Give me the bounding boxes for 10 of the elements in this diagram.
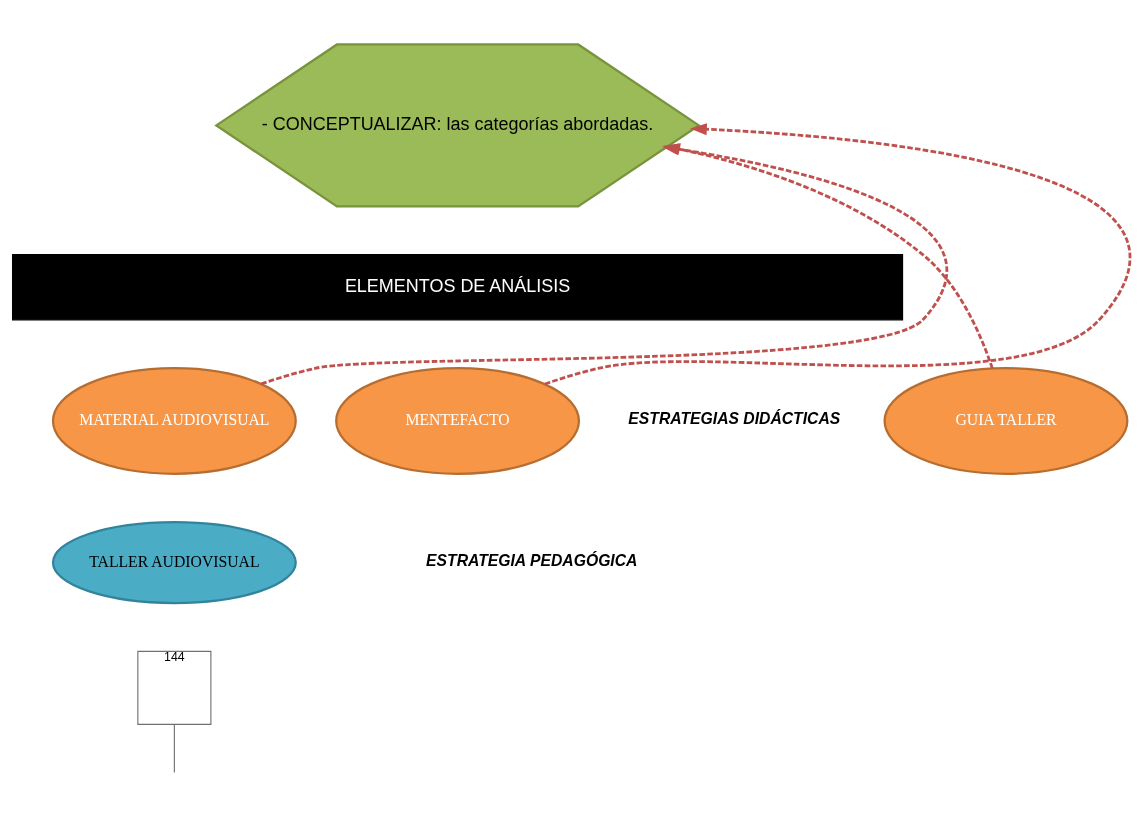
node-ellipse: GUIA TALLER xyxy=(883,367,1129,475)
label: ESTRATEGIA PEDAGÓGICA xyxy=(426,551,638,569)
connector xyxy=(173,723,175,774)
node-ellipse: MATERIAL AUDIOVISUAL xyxy=(51,367,297,475)
node-box: 144 xyxy=(137,650,212,725)
label: ESTRATEGIAS DIDÁCTICAS xyxy=(628,409,841,427)
arrow xyxy=(544,123,1131,386)
node-ellipse: TALLER AUDIOVISUAL xyxy=(51,520,297,605)
node-box: ELEMENTOS DE ANÁLISIS xyxy=(12,254,904,321)
node-ellipse: MENTEFACTO xyxy=(335,367,581,475)
